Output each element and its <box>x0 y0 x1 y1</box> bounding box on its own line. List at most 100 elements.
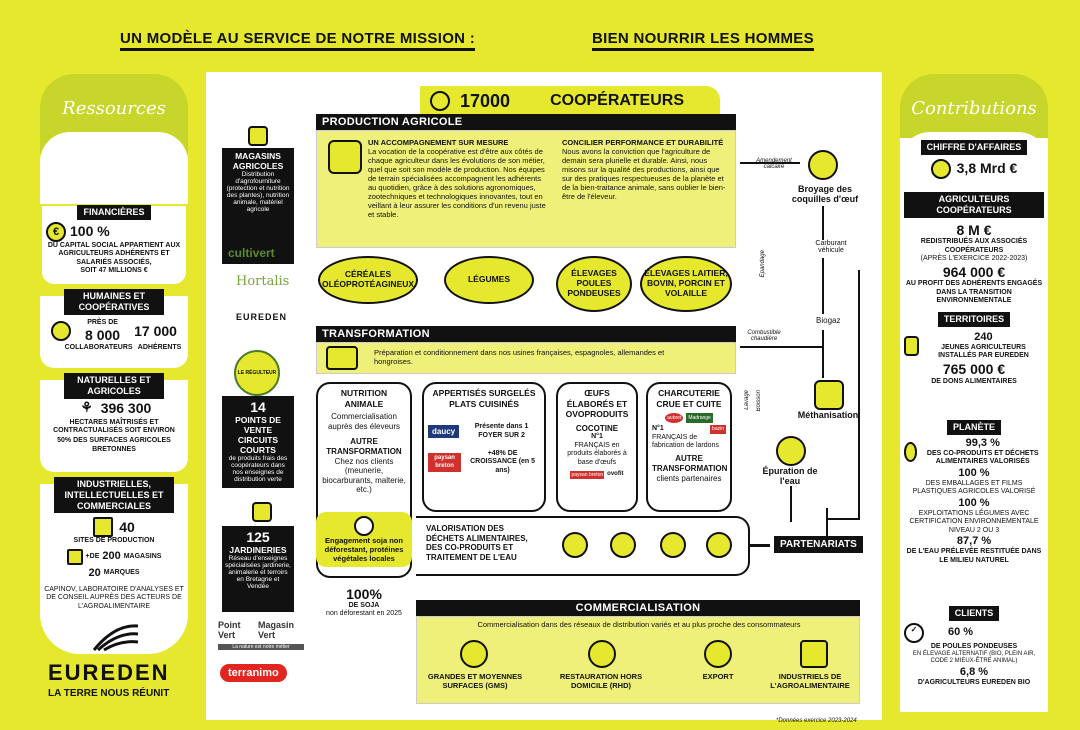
territoires-tag: TERRITOIRES <box>937 312 1011 327</box>
magasins-title: MAGASINS AGRICOLES <box>232 151 284 171</box>
collab-l: COLLABORATEURS <box>64 343 133 351</box>
header-right: BIEN NOURRIR LES HOMMES <box>592 30 814 51</box>
transformation-panel <box>316 342 736 374</box>
agri-l2: AU PROFIT DES ADHÉRENTS ENGAGÉS DANS LA … <box>905 280 1043 305</box>
cooperateurs-l: COOPÉRATEURS <box>550 92 684 109</box>
charcuterie-title: CHARCUTERIE CRUE ET CUITE <box>656 388 722 409</box>
charcuterie-t1: FRANÇAIS de fabrication de lardons <box>652 433 719 449</box>
restaurant-icon <box>588 640 616 668</box>
check-icon: ✓ <box>904 622 924 643</box>
ressources-column: Ressources FINANCIÈRES € 100 % DU CAPITA… <box>40 74 188 654</box>
valorisation-panel <box>416 516 750 576</box>
flow-biogaz: Biogaz <box>816 316 841 325</box>
production-title: PRODUCTION AGRICOLE <box>316 114 736 130</box>
flow-epandage: Épandage <box>760 250 766 278</box>
marques-n: 20 <box>88 566 101 579</box>
nutrition-autre-s: Chez nos clients (meunerie, biocarburant… <box>322 456 406 495</box>
brand-aubret: aubret <box>665 413 684 424</box>
production-p2: Nous avons la conviction que l'agricultu… <box>562 147 726 201</box>
agri-l1: REDISTRIBUÉS AUX ASSOCIÉS COOPÉRATEURS <box>920 238 1028 254</box>
agri-v1: 8 M € <box>956 221 992 238</box>
jardineries-n: 125 <box>246 529 270 545</box>
valorisation-text: VALORISATION DES DÉCHETS ALIMENTAIRES, D… <box>426 524 528 562</box>
factory-transformation-icon <box>326 346 358 370</box>
ca-block: CHIFFRE D'AFFAIRES 3,8 Mrd € <box>900 138 1048 182</box>
industry-icon <box>800 640 828 668</box>
brand-paysanbreton: paysan breton <box>428 453 462 472</box>
flow-carburant: Carburant véhicule <box>815 240 847 254</box>
contributions-column: Contributions CHIFFRE D'AFFAIRES 3,8 Mrd… <box>900 74 1048 712</box>
brand-eureden-small: EUREDEN <box>236 312 288 322</box>
filiere-cereales: CÉRÉALES OLÉOPROTÉAGINEUX <box>318 256 418 304</box>
barn-icon <box>248 126 268 146</box>
naturelles-tag: NATURELLES ET AGRICOLES <box>64 373 164 399</box>
flow-combustible: Combustible chaudière <box>747 330 781 342</box>
arrow-8 <box>826 508 828 536</box>
oeufs-t1: FRANÇAIS en produits élaborés à base d'œ… <box>567 441 627 466</box>
regulteur-logo: LE RÉGULTEUR <box>234 350 280 396</box>
methaniseur-icon <box>814 380 844 410</box>
naturelles-l: HECTARES MAÎTRISÉS ET CONTRACTUALISÉS SO… <box>53 418 175 434</box>
industrielles-tag: INDUSTRIELLES, INTELLECTUELLES ET COMMER… <box>54 477 174 514</box>
production-h1: UN ACCOMPAGNEMENT SUR MESURE <box>368 138 509 147</box>
flow-amendement: Amendement calcaire <box>756 158 792 170</box>
clients-v1: 60 % <box>948 626 974 639</box>
planete-l2: DES EMBALLAGES ET FILMS PLASTIQUES AGRIC… <box>912 479 1036 496</box>
basket-icon <box>252 502 272 522</box>
contributions-title: Contributions <box>911 98 1037 119</box>
jardineries-brands: Point Vert Magasin Vert <box>218 620 300 640</box>
partenariats-label: PARTENARIATS <box>774 536 863 553</box>
planete-l3: EXPLOITATIONS LÉGUMES AVEC CERTIFICATION… <box>909 509 1039 534</box>
arrow-5 <box>740 346 822 348</box>
water-drop-icon <box>706 532 732 558</box>
planete-v2: 100 % <box>958 466 990 479</box>
euro-coin-icon <box>930 158 951 179</box>
planete-l1: DES CO-PRODUITS ET DÉCHETS ALIMENTAIRES … <box>926 449 1039 466</box>
circuits-n: 14 <box>250 399 266 415</box>
coproduct-icon <box>610 532 636 558</box>
brand-cultivert: cultivert <box>228 246 275 260</box>
clients-v2: 6,8 % <box>959 665 989 678</box>
territoires-v1: 240 <box>974 330 993 343</box>
planete-l4: DE L'EAU PRÉLEVÉE RESTITUÉE DANS LE MILI… <box>906 548 1042 564</box>
nutrition-autre: AUTRE TRANSFORMATION <box>326 437 402 456</box>
soja-text: Engagement soja non déforestant, protéin… <box>324 536 404 563</box>
leaf-icon <box>354 516 374 536</box>
production-p1: La vocation de la coopérative est d'être… <box>368 147 546 219</box>
clients-block: CLIENTS ✓60 % DE POULES PONDEUSES EN ÉLE… <box>900 604 1048 704</box>
factory-icon <box>93 517 114 538</box>
nutrition-sub: Commercialisation auprès des éleveurs <box>327 412 401 431</box>
people-icon <box>51 321 72 342</box>
charcuterie-autre: AUTRE TRANSFORMATION <box>652 454 728 473</box>
filiere-legumes: LÉGUMES <box>444 256 534 304</box>
collab-n: 8 000 <box>85 326 121 343</box>
eggshell-icon <box>660 532 686 558</box>
mag-l: MAGASINS <box>123 552 162 560</box>
arrow-3 <box>822 258 824 314</box>
com-gms: GRANDES ET MOYENNES SURFACES (GMS) <box>427 672 523 690</box>
brand-hortalis: Hortalis <box>236 274 290 289</box>
clients-s1: EN ÉLEVAGE ALTERNATIF (BIO, PLEIN AIR, C… <box>912 651 1036 665</box>
agri-s1: (APRÈS L'EXERCICE 2022-2023) <box>920 255 1028 263</box>
charcuterie-n1: N°1 <box>652 425 664 433</box>
filiere-elevages: ÉLEVAGES LAITIER, BOVIN, PORCIN ET VOLAI… <box>640 256 732 312</box>
paysanbreton-text: +48% DE CROISSANCE (en 5 ans) <box>470 449 536 474</box>
financieres-tag: FINANCIÈRES <box>77 205 151 220</box>
com-rhd: RESTAURATION HORS DOMICILE (RHD) <box>559 672 643 690</box>
eggshell-crusher-icon <box>808 150 838 180</box>
cooperateurs-n: 17000 <box>460 90 511 111</box>
header-left: UN MODÈLE AU SERVICE DE NOTRE MISSION : <box>120 30 476 51</box>
brand-bazin: bazin <box>710 425 726 434</box>
magasins-block: MAGASINS AGRICOLES Distribution d'agrofo… <box>222 126 294 264</box>
charcuterie-autre-s: clients partenaires <box>656 473 722 483</box>
arrow-partenariats <box>750 544 770 547</box>
brand-slogan: LA TERRE NOUS RÉUNIT <box>48 688 170 699</box>
soja-pct: 100% <box>346 586 382 602</box>
mag-n: 200 <box>102 550 121 563</box>
flow-lavage: Lavage <box>744 390 750 410</box>
footnote: *Données exercice 2023-2024 <box>776 718 857 724</box>
financieres-desc: DU CAPITAL SOCIAL APPARTIENT AUX AGRICUL… <box>47 241 181 266</box>
financieres-soit: SOIT 47 MILLIONS € <box>80 266 148 274</box>
flow-boisson: Boisson <box>756 390 762 412</box>
